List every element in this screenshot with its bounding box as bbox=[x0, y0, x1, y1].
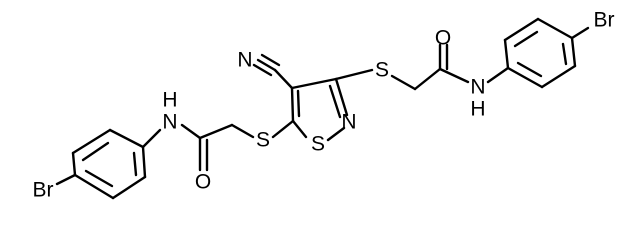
amide-n-label-left: N bbox=[162, 111, 177, 134]
atom-labels: Br H N O S S N N S O N H Br bbox=[33, 9, 615, 202]
amide-n-label-right: N bbox=[470, 76, 485, 99]
carbonyl-o-label-right: O bbox=[435, 27, 451, 50]
ring-s-label: S bbox=[311, 133, 325, 156]
bond-lines bbox=[55, 17, 590, 200]
structure-canvas: Br H N O S S N N S O N H Br bbox=[33, 9, 615, 202]
thioether-s-label-right: S bbox=[375, 59, 389, 82]
amide-h-label-left: H bbox=[162, 89, 177, 112]
molecule-structure: Br H N O S S N N S O N H Br bbox=[33, 9, 615, 202]
thioether-s-label-left: S bbox=[256, 129, 270, 152]
carbonyl-o-label-left: O bbox=[195, 171, 211, 194]
ring-n-label: N bbox=[341, 111, 356, 134]
amide-h-label-right: H bbox=[470, 98, 485, 121]
bromine-label-left: Br bbox=[33, 179, 54, 202]
bromine-label-right: Br bbox=[594, 9, 615, 32]
cyano-n-label: N bbox=[237, 49, 252, 72]
